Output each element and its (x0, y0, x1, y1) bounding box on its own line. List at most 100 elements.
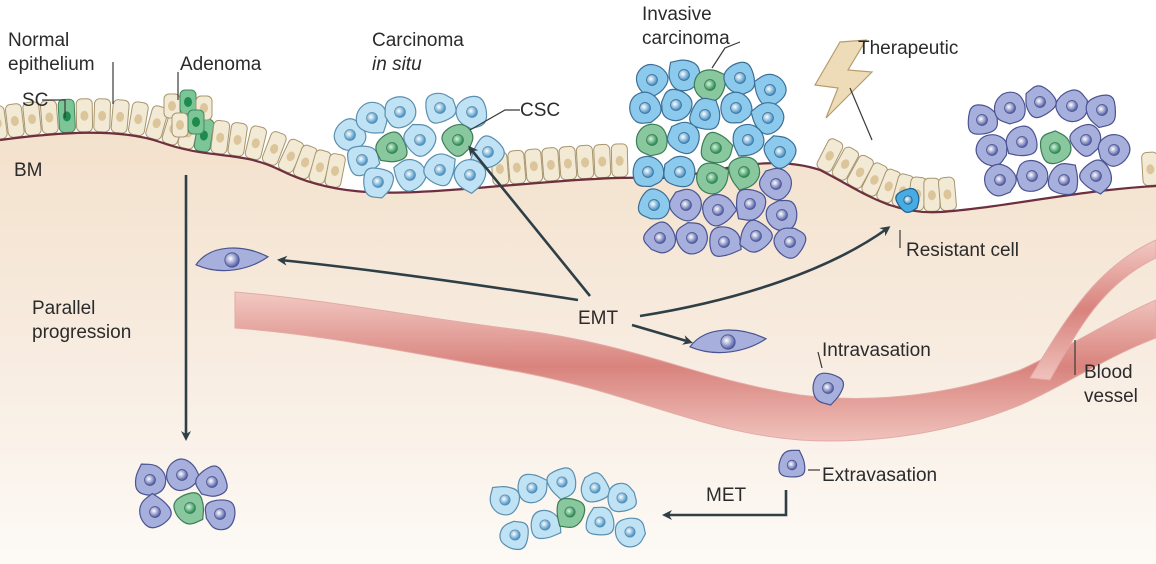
cell-nucleus (526, 482, 538, 494)
cell-nucleus (616, 492, 628, 504)
invasive-carcinoma-cell (632, 155, 665, 188)
cell-nucleus (770, 178, 782, 190)
epithelial-nucleus (116, 111, 125, 122)
epithelial-cell (575, 144, 595, 180)
epithelial-cell (541, 147, 561, 182)
label-extravasation: Extravasation (822, 465, 937, 486)
cell-nucleus (762, 112, 774, 124)
invasive-carcinoma-cell (723, 61, 756, 96)
invasive-carcinoma-cell (660, 88, 693, 122)
carcinoma-in-situ-cell (393, 158, 427, 192)
epithelial-cell (1141, 151, 1156, 186)
carcinoma-in-situ-cell (355, 101, 388, 134)
cell-nucleus (710, 142, 722, 154)
cell-nucleus (206, 476, 218, 488)
invasive-carcinoma-cell (728, 156, 761, 191)
cell-nucleus (1016, 136, 1028, 148)
label-therapeutic: Therapeutic (858, 38, 958, 59)
progression-arrows (181, 145, 891, 520)
cell-nucleus (718, 236, 730, 248)
cell-nucleus (386, 142, 398, 154)
label-intravasation: Intravasation (822, 340, 931, 361)
epithelial-nucleus (825, 151, 834, 161)
invasive-carcinoma-cell (765, 199, 798, 232)
label-normal-epithelium-1: Normal (8, 30, 69, 51)
label-emt: EMT (578, 308, 619, 329)
epithelial-nucleus (10, 115, 19, 126)
label-invasive-2: carcinoma (642, 28, 730, 49)
cell-nucleus (670, 99, 682, 111)
met-metastasis-cell (607, 482, 637, 513)
cell-nucleus (394, 106, 406, 118)
cell-nucleus (589, 482, 601, 494)
label-parallel-2: progression (32, 322, 131, 343)
epithelial-nucleus (216, 132, 225, 143)
label-sc: SC (22, 90, 48, 111)
epithelial-cell (524, 148, 544, 183)
epithelial-nucleus (286, 151, 296, 162)
emt-to-resistant-arrow (639, 226, 891, 318)
recurrent-tumour-cell (1047, 163, 1079, 196)
met-metastasis-cell (489, 486, 521, 516)
recurrent-tumour-cell (983, 163, 1017, 197)
cell-nucleus (344, 129, 356, 141)
invasive-carcinoma-cell (739, 219, 773, 253)
cell-nucleus (556, 476, 568, 488)
leader-lines (42, 41, 1076, 471)
epithelial-nucleus (495, 164, 504, 174)
parallel-metastasis-cell (204, 499, 236, 531)
cell-nucleus (678, 132, 690, 144)
epithelial-nucleus (927, 190, 936, 201)
cell-nucleus (1026, 170, 1038, 182)
cell-nucleus (699, 109, 711, 121)
carcinoma-in-situ-cell (403, 123, 437, 157)
label-parallel-1: Parallel (32, 298, 95, 319)
epithelial-nucleus (943, 189, 952, 200)
label-normal-epithelium-2: epithelium (8, 54, 95, 75)
invasive-carcinoma-cell (702, 193, 738, 227)
met-metastasis-cell (530, 509, 562, 540)
recurrent-tumour-cell (1005, 125, 1038, 157)
cell-nucleus (903, 195, 913, 205)
invasive-carcinoma-cell (750, 102, 785, 135)
cell-nucleus (686, 232, 698, 244)
parallel-metastasis-cell (165, 458, 201, 492)
epithelial-cell (110, 99, 130, 134)
epithelial-cell (227, 122, 248, 157)
invasive-carcinoma-cell (666, 121, 700, 155)
cell-nucleus (464, 169, 476, 181)
cell-nucleus (149, 506, 161, 518)
epithelial-nucleus (512, 162, 521, 173)
cell-nucleus (680, 199, 692, 211)
invasive-carcinoma-cell (675, 221, 709, 255)
recurrent-tumour-cell (967, 104, 999, 135)
label-carcinoma-2: in situ (372, 54, 422, 75)
cell-nucleus (764, 84, 776, 96)
epithelial-nucleus (529, 161, 538, 172)
cell-nucleus (976, 114, 988, 126)
cell-nucleus (1096, 104, 1108, 116)
label-met: MET (706, 485, 747, 506)
invasive-carcinoma-cell (720, 91, 753, 124)
cell-nucleus (744, 198, 756, 210)
cell-nucleus (404, 169, 416, 181)
epithelial-nucleus (1146, 164, 1155, 175)
epithelial-cell (22, 101, 42, 136)
epithelial-nucleus (884, 181, 893, 192)
cell-nucleus (730, 102, 742, 114)
cell-nucleus (372, 176, 384, 188)
cell-nucleus (734, 72, 746, 84)
extravasating-cell (778, 449, 806, 478)
cell-nucleus (466, 106, 478, 118)
epithelial-nucleus (98, 110, 107, 121)
epithelial-nucleus (28, 114, 37, 125)
basement-membrane (0, 131, 1156, 214)
label-csc: CSC (520, 100, 560, 121)
cell-nucleus (776, 209, 788, 221)
label-resistant-cell: Resistant cell (906, 240, 1019, 261)
cell-nucleus (624, 526, 636, 538)
invasive-carcinoma-cell (732, 123, 765, 157)
met-metastasis-cell (517, 473, 548, 504)
label-blood-2: vessel (1084, 386, 1138, 407)
carcinoma-in-situ-cell (425, 92, 457, 124)
